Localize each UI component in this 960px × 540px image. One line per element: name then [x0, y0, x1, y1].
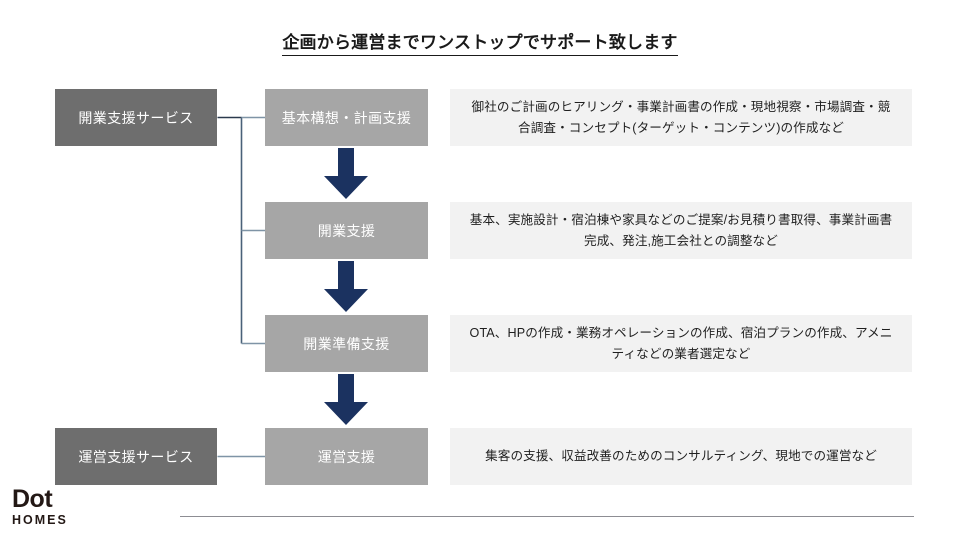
step-box-kaigyo-junbi-shien[interactable]: 開業準備支援 [265, 315, 428, 372]
step-label: 運営支援 [317, 448, 376, 465]
footer-divider [180, 516, 914, 517]
description-panel-4: 集客の支援、収益改善のためのコンサルティング、現地での運営など [450, 428, 912, 485]
description-panel-2: 基本、実施設計・宿泊棟や家具などのご提案/お見積り書取得、事業計画書完成、発注,… [450, 202, 912, 259]
description-text: OTA、HPの作成・業務オペレーションの作成、宿泊プランの作成、アメニティなどの… [469, 325, 893, 361]
logo-secondary-text: HOMES [12, 513, 68, 527]
category-label: 運営支援サービス [78, 448, 194, 465]
logo-primary-text: Dot [12, 485, 53, 513]
arrow-down-icon-1 [324, 148, 368, 199]
step-label: 開業支援 [317, 222, 376, 239]
arrow-down-icon-3 [324, 374, 368, 425]
description-panel-1: 御社のご計画のヒアリング・事業計画書の作成・現地視察・市場調査・競合調査・コンセ… [450, 89, 912, 146]
category-box-unei[interactable]: 運営支援サービス [55, 428, 217, 485]
page-title: 企画から運営までワンストップでサポート致します [0, 28, 960, 56]
step-box-kihon-kouso[interactable]: 基本構想・計画支援 [265, 89, 428, 146]
description-text: 基本、実施設計・宿泊棟や家具などのご提案/お見積り書取得、事業計画書完成、発注,… [469, 212, 893, 248]
description-panel-3: OTA、HPの作成・業務オペレーションの作成、宿泊プランの作成、アメニティなどの… [450, 315, 912, 372]
logo: Dot HOMES [12, 485, 162, 528]
arrow-down-icon-2 [324, 261, 368, 312]
step-box-unei-shien[interactable]: 運営支援 [265, 428, 428, 485]
category-box-kaigyo[interactable]: 開業支援サービス [55, 89, 217, 146]
page-title-text: 企画から運営までワンストップでサポート致します [282, 33, 678, 56]
description-text: 御社のご計画のヒアリング・事業計画書の作成・現地視察・市場調査・競合調査・コンセ… [471, 99, 891, 135]
step-box-kaigyo-shien[interactable]: 開業支援 [265, 202, 428, 259]
step-label: 基本構想・計画支援 [281, 109, 412, 126]
description-text: 集客の支援、収益改善のためのコンサルティング、現地での運営など [485, 449, 877, 464]
step-label: 開業準備支援 [303, 335, 390, 352]
category-label: 開業支援サービス [78, 109, 194, 126]
